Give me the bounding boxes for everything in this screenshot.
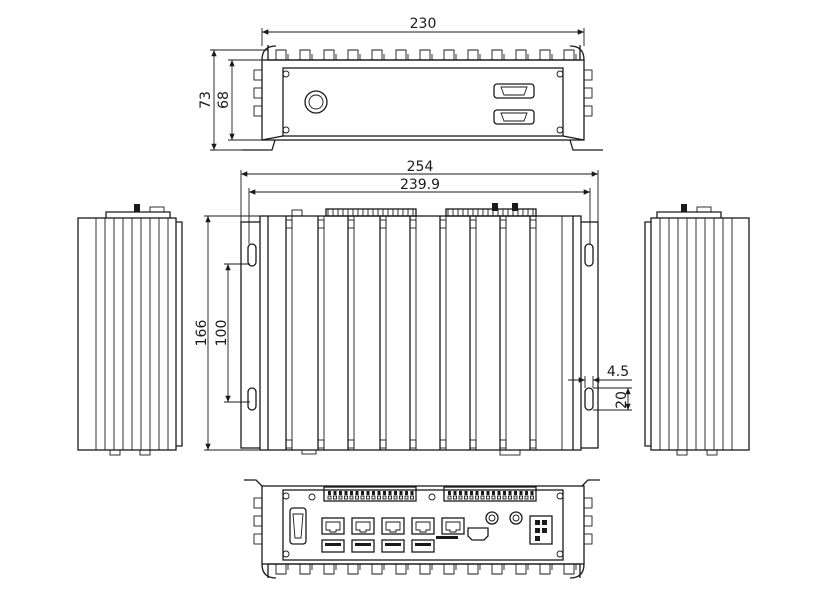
ethernet-port-icon (321, 517, 345, 535)
power-connector-icon (529, 515, 553, 545)
serial-port-icon (493, 83, 535, 99)
left-side-view (77, 204, 183, 456)
dim-hole-spacing: 100 (214, 320, 230, 347)
mount-slot-icon (584, 387, 594, 411)
dim-top-width: 230 (410, 16, 437, 32)
antenna-port-icon (509, 511, 523, 525)
ethernet-port-icon (351, 517, 375, 535)
serial-port-icon (493, 109, 535, 125)
main-view: 254 239.9 166 100 4.5 20 (194, 159, 632, 456)
dim-top-height-inner: 68 (216, 91, 232, 109)
dim-slot-height: 20 (614, 391, 630, 409)
antenna-port-icon (485, 511, 499, 525)
terminal-blocks (325, 208, 537, 217)
mount-slot-icon (584, 243, 594, 267)
power-button-icon (304, 90, 328, 114)
top-view: 230 73 68 (198, 16, 603, 151)
usb-ports (321, 539, 435, 553)
dim-body-width: 239.9 (400, 177, 440, 193)
usb-port-icon (411, 539, 435, 553)
usb-port-icon (321, 539, 345, 553)
mount-slot-icon (247, 387, 257, 411)
right-side-view (644, 204, 750, 456)
dim-overall-width: 254 (407, 159, 434, 175)
top-fins (275, 49, 577, 60)
hdmi-port-icon (467, 527, 489, 541)
bottom-view (244, 479, 600, 579)
usb-port-icon (381, 539, 405, 553)
serial-port-icon (289, 507, 307, 545)
dim-slot-width: 4.5 (607, 364, 629, 380)
mount-slot-icon (247, 243, 257, 267)
ethernet-port-icon (381, 517, 405, 535)
dim-top-height-outer: 73 (198, 91, 214, 109)
terminal-block-icon (323, 486, 417, 502)
usb-port-icon (351, 539, 375, 553)
heatsink-fins (267, 216, 574, 450)
bottom-fins (275, 564, 577, 575)
terminal-block-icon (443, 486, 537, 502)
ethernet-port-icon (441, 517, 465, 535)
dim-height: 166 (194, 320, 210, 347)
ethernet-port-icon (411, 517, 435, 535)
ethernet-ports (321, 517, 465, 535)
